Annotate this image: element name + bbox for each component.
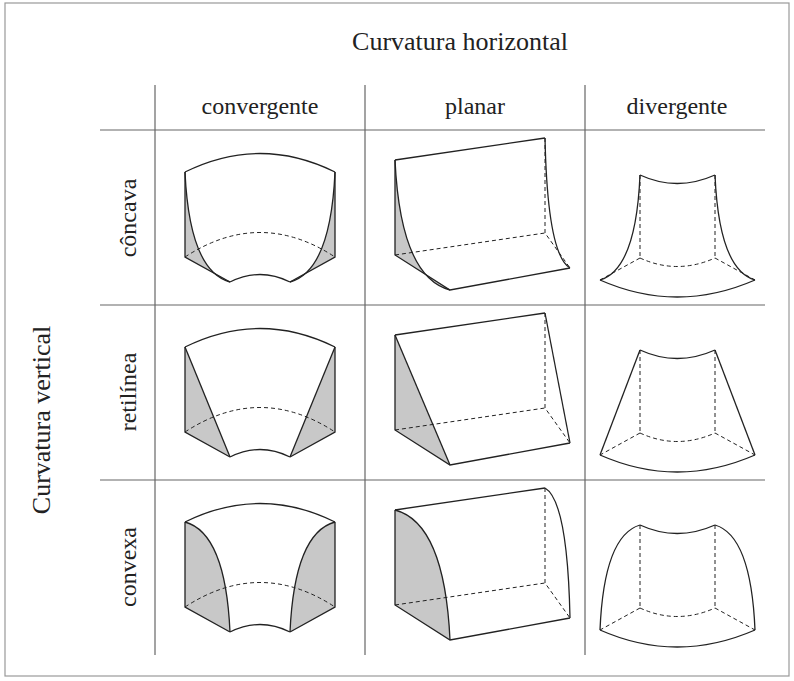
hidden-edge: [715, 350, 716, 433]
hidden-edge: [600, 258, 640, 280]
shaded-side: [290, 347, 335, 457]
axis-title: Curvatura horizontal: [352, 29, 568, 55]
visible-edge: [545, 313, 570, 443]
visible-edge: [600, 350, 640, 455]
outer-frame: [5, 3, 789, 676]
landform-shapes: [185, 138, 755, 647]
visible-edge: [185, 522, 230, 632]
visible-edge: [395, 160, 450, 290]
axis-title: Curvatura vertical: [29, 326, 55, 514]
row-header: côncava: [116, 179, 140, 258]
visible-edge: [290, 522, 335, 632]
column-header: convergente: [202, 94, 319, 118]
visible-edge: [185, 347, 230, 457]
visible-edge: [185, 347, 230, 457]
shaded-side: [185, 347, 230, 457]
visible-edge: [600, 455, 755, 472]
hidden-edge: [545, 488, 570, 618]
visible-edge: [715, 525, 755, 630]
hidden-edge: [600, 433, 640, 455]
visible-edge: [290, 347, 335, 457]
visible-edge: [290, 347, 335, 457]
landform-block: [600, 175, 755, 297]
hidden-edge: [640, 175, 641, 258]
landform-block: [600, 350, 755, 472]
hidden-edge: [715, 608, 755, 630]
visible-edge: [395, 510, 450, 640]
visible-edge: [185, 154, 335, 173]
landform-block: [395, 313, 570, 465]
visible-edge: [185, 172, 230, 282]
row-header: convexa: [116, 527, 140, 607]
visible-edge: [600, 175, 640, 280]
shaded-side: [290, 172, 335, 282]
visible-edge: [640, 525, 715, 534]
visible-edge: [715, 175, 755, 280]
hidden-edge: [640, 608, 715, 617]
hidden-edge: [640, 258, 715, 267]
hidden-edge: [185, 583, 335, 608]
visible-edge: [715, 350, 755, 455]
shaded-side: [395, 335, 450, 465]
landform-block: [185, 504, 335, 633]
visible-edge: [395, 335, 570, 465]
hidden-edge: [715, 258, 755, 280]
hidden-edge: [545, 138, 570, 268]
hidden-edge: [715, 433, 755, 455]
visible-edge: [395, 138, 545, 160]
row-header: retilínea: [116, 353, 140, 432]
hidden-edge: [395, 408, 545, 430]
hidden-edge: [715, 525, 716, 608]
landform-block: [395, 138, 570, 290]
visible-edge: [395, 313, 545, 335]
visible-edge: [290, 172, 335, 282]
visible-edge: [545, 138, 570, 268]
visible-edge: [600, 280, 755, 297]
shaded-side: [395, 510, 450, 640]
visible-edge: [185, 504, 335, 523]
visible-edge: [185, 522, 230, 632]
hidden-edge: [640, 350, 641, 433]
visible-edge: [600, 630, 755, 647]
hidden-edge: [395, 233, 545, 255]
landform-block: [600, 525, 755, 647]
landform-block: [395, 488, 570, 640]
visible-edge: [230, 450, 290, 458]
hidden-edge: [185, 233, 335, 258]
table-grid: [100, 85, 765, 655]
visible-edge: [395, 160, 570, 290]
visible-edge: [600, 525, 640, 630]
visible-edge: [230, 625, 290, 633]
visible-edge: [395, 510, 570, 640]
visible-edge: [640, 350, 715, 359]
visible-edge: [545, 488, 570, 618]
visible-edge: [230, 275, 290, 283]
hidden-edge: [545, 313, 570, 443]
visible-edge: [290, 172, 335, 282]
visible-edge: [395, 335, 450, 465]
shaded-side: [290, 522, 335, 632]
column-header: divergente: [627, 94, 728, 118]
landform-block: [185, 329, 335, 458]
hidden-edge: [600, 608, 640, 630]
visible-edge: [640, 175, 715, 184]
shaded-side: [395, 160, 450, 290]
column-header: planar: [445, 94, 505, 118]
hidden-edge: [640, 433, 715, 442]
visible-edge: [290, 522, 335, 632]
visible-edge: [395, 488, 545, 510]
shaded-side: [185, 172, 230, 282]
shaded-side: [185, 522, 230, 632]
visible-edge: [185, 172, 230, 282]
visible-edge: [185, 329, 335, 348]
hidden-edge: [185, 408, 335, 433]
hidden-edge: [395, 583, 545, 605]
hidden-edge: [715, 175, 716, 258]
landform-block: [185, 154, 335, 283]
hidden-edge: [640, 525, 641, 608]
